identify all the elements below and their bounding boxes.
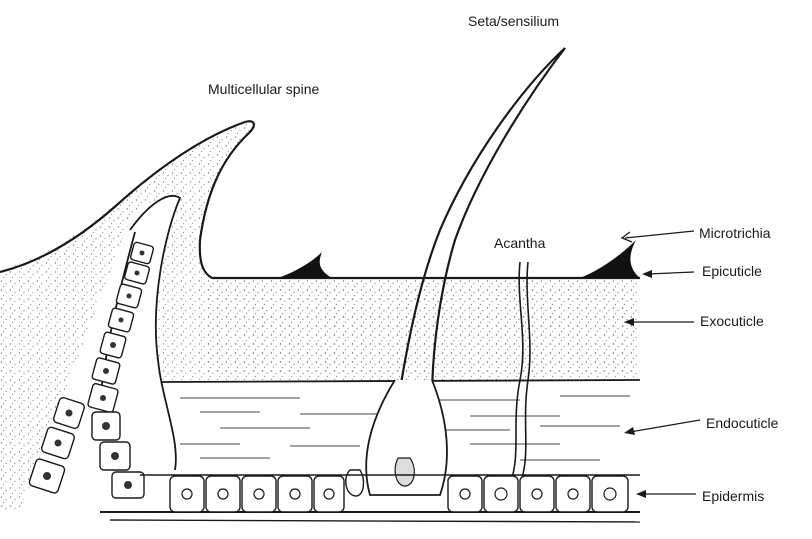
label-epidermis: Epidermis (702, 488, 764, 504)
label-exocuticle: Exocuticle (700, 313, 764, 329)
microtrichia-spike-2 (580, 240, 640, 278)
socket-nucleus (395, 458, 414, 486)
label-acantha: Acantha (494, 235, 546, 251)
label-multicellular-spine: Multicellular spine (208, 81, 319, 97)
microtrichia-spike-1 (278, 252, 332, 278)
arrow-endocuticle (630, 420, 700, 432)
seta-shaft-inner (432, 48, 565, 470)
label-seta: Seta/sensilium (468, 13, 559, 29)
label-endocuticle: Endocuticle (706, 415, 779, 431)
arrow-epicuticle (648, 272, 694, 274)
tormogen-cell (346, 470, 364, 496)
arrow-microtrichia (625, 231, 694, 238)
basal-lamina (110, 520, 640, 522)
label-epicuticle: Epicuticle (702, 263, 762, 279)
exocuticle-band (205, 282, 640, 380)
label-microtrichia: Microtrichia (699, 225, 771, 241)
